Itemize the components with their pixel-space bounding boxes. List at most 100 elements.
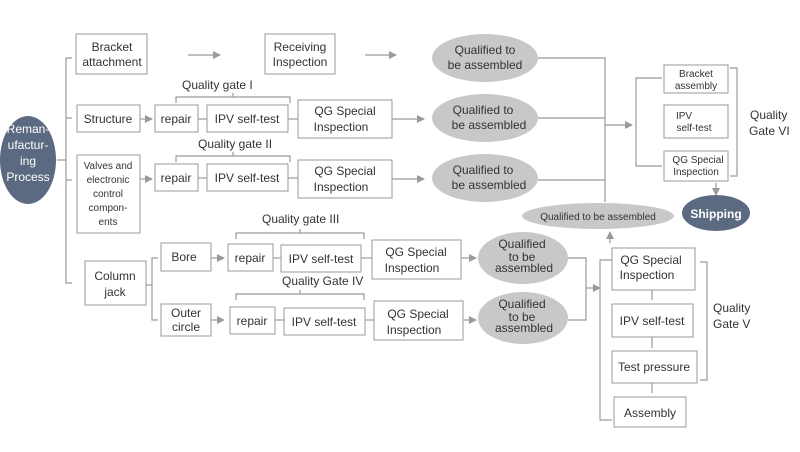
- valves-repair-box: repair: [154, 163, 199, 192]
- gate-v-label-line2: Gate V: [713, 317, 750, 331]
- bore-qg-box: QG Special Inspection: [371, 239, 462, 280]
- valves-line4: compon-: [89, 203, 128, 214]
- outer-repair-box: repair: [229, 306, 276, 335]
- gate-v-selftest: IPV self-test: [611, 303, 694, 338]
- qualified-top-line2: be assembled: [448, 58, 523, 72]
- structure-label: Structure: [84, 112, 133, 126]
- column-jack-line2: jack: [103, 285, 126, 299]
- bore-label: Bore: [171, 250, 197, 264]
- start-label-4: Process: [6, 170, 49, 184]
- structure-selftest-label: IPV self-test: [215, 112, 280, 126]
- qualified-structure-line1: Qualified to: [453, 103, 514, 117]
- gate-v-step2-label: IPV self-test: [620, 314, 685, 328]
- bracket-attachment-line1: Bracket: [92, 40, 133, 54]
- qualified-structure-line2: be assembled: [452, 118, 527, 132]
- gate-vi-qg: QG Special Inspection: [663, 150, 729, 182]
- gate-v-step1-line1: QG Special: [620, 253, 681, 267]
- shipping-node: Shipping: [682, 195, 750, 231]
- gate-v-step3-label: Test pressure: [618, 360, 690, 374]
- outer-selftest-box: IPV self-test: [283, 307, 366, 336]
- bore-box: Bore: [160, 242, 212, 272]
- qualified-top: Qualified to be assembled: [432, 34, 538, 82]
- qualified-bore-line3: assembled: [495, 261, 553, 275]
- valves-qg-box: QG Special Inspection: [297, 159, 393, 199]
- column-jack-box: Column jack: [84, 260, 147, 306]
- gate-vi-step2-line1: IPV: [676, 111, 692, 122]
- gate-v-test-pressure: Test pressure: [611, 350, 698, 384]
- gate-vi-step1-line1: Bracket: [679, 69, 713, 80]
- qualified-outer-line2: to be: [509, 310, 536, 324]
- valves-line1: Valves and: [84, 161, 133, 172]
- start-label-1: Reman-: [7, 122, 50, 136]
- gate-vi-bracket-assembly: Bracket assembly: [663, 64, 729, 94]
- valves-repair-label: repair: [161, 171, 192, 185]
- start-label-3: ing: [20, 154, 36, 168]
- bracket-attachment-line2: attachment: [82, 55, 142, 69]
- valves-line2: electronic: [87, 175, 130, 186]
- bore-selftest-label: IPV self-test: [289, 252, 354, 266]
- gate-v-step1-line2: Inspection: [620, 268, 675, 282]
- column-jack-line1: Column: [94, 269, 135, 283]
- structure-repair-label: repair: [161, 112, 192, 126]
- structure-repair-box: repair: [154, 104, 199, 133]
- valves-box: Valves and electronic control compon- en…: [76, 154, 141, 234]
- outer-repair-label: repair: [237, 314, 268, 328]
- valves-selftest-label: IPV self-test: [215, 171, 280, 185]
- outer-selftest-label: IPV self-test: [292, 315, 357, 329]
- valves-qg-line1: QG Special: [314, 164, 375, 178]
- gate-vi-step2-line2: self-test: [676, 123, 711, 134]
- qualified-valves-line1: Qualified to: [453, 163, 514, 177]
- shipping-label: Shipping: [690, 207, 741, 221]
- quality-gate-iii-label: Quality gate III: [262, 212, 339, 226]
- bore-repair-box: repair: [227, 243, 274, 272]
- qualified-valves: Qualified to be assembled: [432, 154, 538, 202]
- qualified-top-line1: Qualified to: [455, 43, 516, 57]
- bore-qg-line2: Inspection: [385, 261, 440, 275]
- gate-v-step4-label: Assembly: [624, 406, 676, 420]
- bore-repair-label: repair: [235, 251, 266, 265]
- qualified-outer-line3: assembled: [495, 321, 553, 335]
- qualified-bore-line2: to be: [509, 250, 536, 264]
- valves-qg-line2: Inspection: [314, 180, 369, 194]
- bracket-attachment-box: Bracket attachment: [75, 33, 148, 75]
- start-label-2: ufactur-: [8, 138, 49, 152]
- receiving-inspection-line2: Inspection: [273, 55, 328, 69]
- outer-qg-line2: Inspection: [387, 323, 442, 337]
- start-node: Reman- ufactur- ing Process: [0, 116, 56, 204]
- qualified-structure: Qualified to be assembled: [432, 94, 538, 142]
- structure-qg-box: QG Special Inspection: [297, 99, 393, 139]
- qualified-bore-line1: Qualified: [498, 237, 545, 251]
- structure-qg-line2: Inspection: [314, 120, 369, 134]
- outer-qg-line1: QG Special: [387, 307, 448, 321]
- gate-vi-label-line2: Gate VI: [749, 124, 790, 138]
- gate-v-label-line1: Quality: [713, 301, 750, 315]
- gate-vi-step1-line2: assembly: [675, 81, 717, 92]
- qualified-mid-label: Qualified to be assembled: [540, 212, 656, 223]
- bore-selftest-box: IPV self-test: [280, 244, 362, 273]
- structure-qg-line1: QG Special: [314, 104, 375, 118]
- bore-qg-line1: QG Special: [385, 245, 446, 259]
- qualified-valves-line2: be assembled: [452, 178, 527, 192]
- qualified-mid: Qualified to be assembled: [522, 203, 674, 229]
- quality-gate-iv-label: Quality Gate IV: [282, 274, 363, 288]
- valves-selftest-box: IPV self-test: [206, 163, 289, 192]
- gate-v-assembly: Assembly: [613, 396, 687, 428]
- qualified-outer: Qualified to be assembled: [478, 292, 568, 344]
- gate-vi-step3-line1: QG Special: [672, 155, 723, 166]
- quality-gate-i-label: Quality gate I: [182, 78, 253, 92]
- outer-qg-box: QG Special Inspection: [373, 300, 464, 341]
- gate-vi-selftest: IPV self-test: [663, 104, 729, 139]
- quality-gate-ii-label: Quality gate II: [198, 137, 272, 151]
- outer-circle-line2: circle: [172, 320, 200, 334]
- receiving-inspection-box: Receiving Inspection: [264, 33, 336, 75]
- gate-vi-label-line1: Quality: [750, 108, 787, 122]
- receiving-inspection-line1: Receiving: [274, 40, 327, 54]
- gate-vi-step3-line2: Inspection: [673, 167, 719, 178]
- structure-box: Structure: [76, 104, 141, 133]
- valves-line3: control: [93, 189, 123, 200]
- valves-line5: ents: [99, 217, 118, 228]
- outer-circle-line1: Outer: [171, 306, 201, 320]
- connectors: [57, 51, 738, 421]
- gate-v-qg: QG Special Inspection: [611, 247, 696, 291]
- qualified-outer-line1: Qualified: [498, 297, 545, 311]
